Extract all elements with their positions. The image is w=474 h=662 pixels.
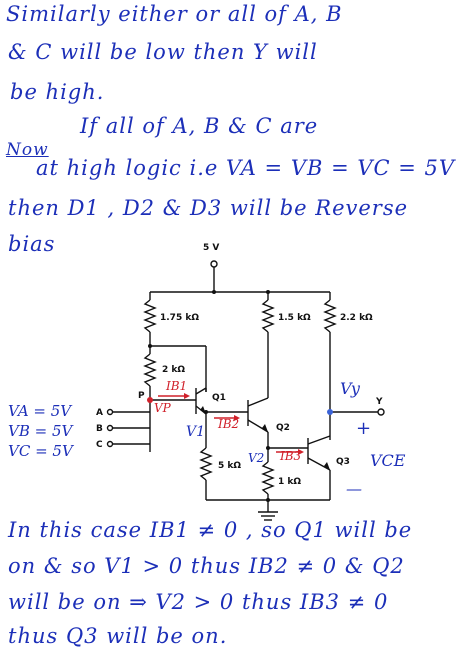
node-p-label: P	[138, 391, 145, 401]
input-a-label: A	[96, 408, 103, 418]
note-line-7: bias	[8, 232, 56, 256]
now-label: Now	[6, 140, 49, 160]
node-p-dot	[147, 397, 153, 403]
r5-label: 5 kΩ	[218, 461, 241, 471]
minus-annotation: —	[346, 479, 362, 498]
q3-label: Q3	[336, 457, 350, 467]
ib2-annotation: IB2	[217, 417, 239, 431]
supply-label: 5 V	[203, 243, 219, 253]
note-line-6: then D1 , D2 & D3 will be Reverse	[8, 196, 409, 220]
vb-note: VB = 5V	[8, 422, 75, 440]
vy-annotation: Vy	[340, 379, 361, 398]
note-line-10: will be on ⇒ V2 > 0 thus IB3 ≠ 0	[8, 590, 389, 614]
q2-label: Q2	[276, 423, 290, 433]
input-c-label: C	[96, 440, 103, 450]
r6-label: 1 kΩ	[278, 477, 301, 487]
ib3-annotation: IB3	[279, 449, 302, 463]
note-line-5: at high logic i.e VA = VB = VC = 5V	[36, 156, 456, 180]
vp-annotation: VP	[154, 401, 172, 415]
v1-annotation: V1	[186, 424, 205, 440]
va-note: VA = 5V	[8, 402, 73, 420]
note-line-9: on & so V1 > 0 thus IB2 ≠ 0 & Q2	[8, 554, 405, 578]
input-b-label: B	[96, 424, 103, 434]
plus-annotation: +	[356, 418, 371, 439]
note-line-2: & C will be low then Y will	[8, 40, 318, 64]
v2-annotation: V2	[248, 451, 264, 465]
vc-note: VC = 5V	[8, 442, 75, 460]
ib1-annotation: IB1	[165, 379, 187, 393]
r4-label: 2.2 kΩ	[340, 313, 373, 323]
note-line-8: In this case IB1 ≠ 0 , so Q1 will be	[8, 518, 413, 542]
vce-annotation: VCE	[370, 451, 406, 470]
note-line-4: If all of A, B & C are	[80, 114, 319, 138]
r2-label: 2 kΩ	[162, 365, 185, 375]
r1-label: 1.75 kΩ	[160, 313, 199, 323]
output-y-label: Y	[375, 397, 383, 407]
output-node-dot	[327, 409, 333, 415]
q1-label: Q1	[212, 393, 226, 403]
note-line-11: thus Q3 will be on.	[8, 624, 228, 648]
note-line-1: Similarly either or all of A, B	[6, 2, 343, 26]
r3-label: 1.5 kΩ	[278, 313, 311, 323]
note-line-3: be high.	[10, 80, 105, 104]
